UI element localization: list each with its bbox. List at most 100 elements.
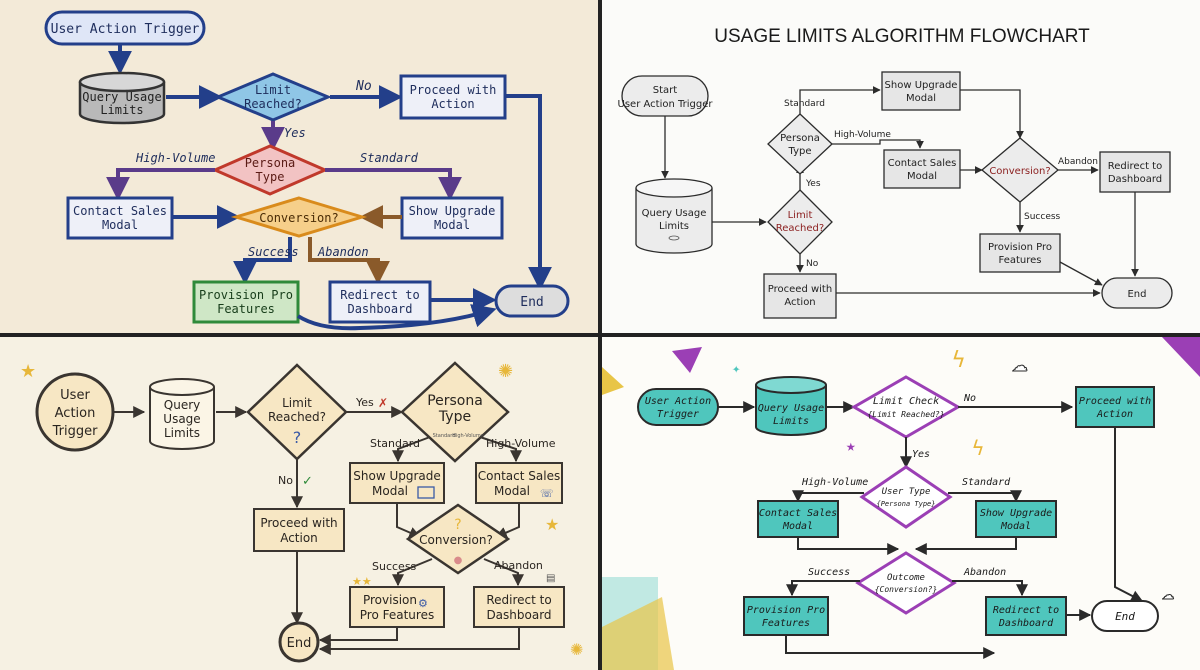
conversion-label: Conversion?: [989, 166, 1050, 177]
proceed-label-1: Proceed with: [1079, 396, 1151, 407]
success-label: Success: [372, 560, 417, 573]
proceed-label-1: Proceed with: [768, 284, 832, 295]
contact-label-2: Modal: [782, 521, 813, 532]
start-label-1: User: [60, 388, 90, 403]
limit-decision: [850, 375, 962, 439]
redirect-label-2: Dashboard: [486, 608, 551, 622]
contact-label-2: Modal: [102, 218, 138, 232]
panel-teal-memphis: ϟ ϟ ☁ ★ ✦ User Action Trigger Query Usag…: [602, 337, 1200, 670]
page-title: USAGE LIMITS ALGORITHM FLOWCHART: [714, 26, 1090, 47]
question-icon: ?: [293, 428, 302, 447]
contact-label-1: Contact Sales: [73, 204, 167, 218]
limit-label-1: Limit Check: [873, 396, 939, 407]
outcome-label-2: {Conversion?}: [875, 585, 938, 594]
standard-label: Standard: [370, 437, 420, 450]
redirect-label-2: Dashboard: [998, 618, 1054, 629]
persona-label-2: Type: [438, 409, 471, 425]
lightbulb-icon: ✺: [498, 361, 513, 382]
start-node: [44, 10, 206, 46]
query-usage-database: Query Usage Limits: [149, 378, 215, 450]
conversion-decision: [405, 503, 511, 575]
success-label: Success: [1024, 212, 1061, 222]
redirect-node: [985, 596, 1067, 636]
end-label: End: [287, 636, 312, 651]
outcome-decision: [855, 551, 957, 615]
question-icon: ?: [454, 517, 461, 533]
limit-label-2: Reached?: [776, 223, 824, 234]
abandon-label: Abandon: [963, 567, 1006, 578]
lightning-icon: ϟ: [972, 436, 984, 460]
query-usage-database: Query Usage Limits: [755, 376, 827, 436]
conversion-label: Conversion?: [259, 211, 338, 225]
triangle-decoration: [672, 347, 702, 373]
provision-node: [743, 596, 829, 636]
start-label-2: Trigger: [657, 409, 699, 420]
no-label: No: [806, 259, 819, 269]
provision-node: [192, 280, 300, 324]
cloud-icon: ☁: [1162, 580, 1174, 604]
redirect-label-1: Redirect to: [340, 288, 419, 302]
start-label: User Action Trigger: [51, 22, 200, 37]
proceed-node: [1075, 386, 1155, 428]
upgrade-node: [349, 462, 445, 504]
query-label-1: Query Usage: [642, 208, 707, 219]
query-label-3: Limits: [164, 426, 200, 440]
triangle-decoration: [602, 367, 624, 395]
chart-icon: ▤: [546, 573, 555, 584]
star-icon: ✦: [732, 361, 741, 377]
proceed-label-1: Proceed with: [260, 516, 337, 530]
check-icon: ✓: [302, 474, 313, 489]
proceed-label-2: Action: [431, 97, 474, 111]
end-node: [1101, 277, 1173, 309]
query-label-2: Limits: [100, 103, 143, 117]
end-node: [494, 284, 570, 318]
contact-label-2: Modal: [907, 171, 937, 182]
proceed-label-2: Action: [280, 531, 318, 545]
provision-label-2: Pro Features: [360, 608, 434, 622]
abandon-label: Abandon: [494, 559, 543, 572]
end-node: [278, 621, 320, 663]
upgrade-label-2: Modal: [906, 93, 936, 104]
redirect-label-1: Redirect to: [486, 593, 551, 607]
contact-node: [757, 500, 839, 538]
query-usage-database: Query Usage Limits: [635, 178, 713, 254]
contact-label-2: Modal: [494, 484, 530, 498]
persona-label-1: Persona: [427, 393, 483, 409]
contact-node: [475, 462, 563, 504]
triangle-decoration: [1162, 337, 1200, 377]
standard-label: Standard: [784, 99, 825, 109]
yes-label: Yes: [912, 449, 930, 460]
abandon-label: Abandon: [317, 245, 369, 259]
lightning-icon: ϟ: [952, 348, 965, 373]
provision-label-2: Features: [999, 255, 1042, 266]
persona-label-2: Type: [788, 146, 812, 157]
panel-colorful-sketch: User Action Trigger Query Usage Limits L…: [0, 0, 598, 333]
persona-decision: [767, 113, 833, 175]
provision-node: [979, 233, 1061, 273]
star-icon: ★: [545, 515, 559, 534]
query-label-1: Query Usage: [82, 90, 161, 104]
star-icon: ★: [20, 361, 36, 382]
gear-icon: ⚙: [418, 597, 428, 610]
query-label-1: Query: [164, 398, 200, 412]
no-label: No: [963, 393, 976, 404]
panel-clean-flowchart: USAGE LIMITS ALGORITHM FLOWCHART Start U…: [602, 0, 1200, 333]
standard-label: Standard: [962, 477, 1011, 488]
database-icon: [668, 235, 680, 241]
conversion-label: Conversion?: [419, 533, 493, 547]
limit-label-1: Limit: [282, 396, 312, 410]
contact-label-1: Contact Sales: [478, 469, 560, 483]
proceed-node: [399, 74, 507, 120]
limit-label-2: {Limit Reached?}: [867, 410, 944, 419]
limit-decision: [214, 72, 332, 122]
limit-decision: [767, 189, 833, 255]
piggy-bank-icon: ●: [454, 555, 463, 566]
upgrade-label-2: Modal: [1000, 521, 1031, 532]
high-volume-label: High-Volume: [834, 130, 891, 140]
query-label-1: Query Usage: [758, 403, 824, 414]
upgrade-label-2: Modal: [372, 484, 408, 498]
persona-label-2: Type: [256, 170, 285, 184]
end-label: End: [1115, 610, 1135, 623]
upgrade-label-1: Show Upgrade: [409, 204, 496, 218]
limit-label-2: Reached?: [268, 410, 326, 424]
